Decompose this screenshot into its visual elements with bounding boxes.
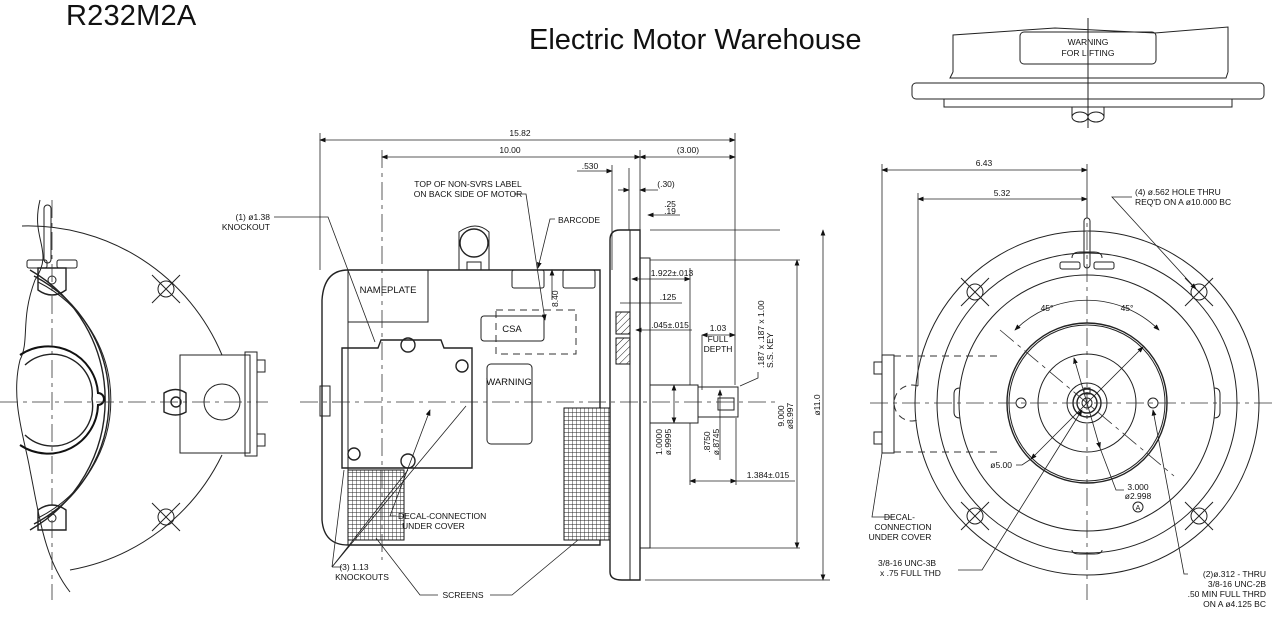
dim-seal-gap: .045±.015 (651, 320, 689, 330)
dim-key-size: .187 x .187 x 1.00 (756, 300, 766, 368)
callout-thread-2: x .75 FULL THD (880, 568, 941, 578)
dim-pilot-2: ø2.998 (1125, 491, 1152, 501)
conduit-box-left (179, 354, 251, 454)
dim-key-type: S.S. KEY (765, 332, 775, 368)
connection-cover (341, 339, 473, 469)
callout-tap-3: .50 MIN FULL THRD (1188, 589, 1266, 599)
screen-right (563, 407, 611, 541)
brand-title: Electric Motor Warehouse (529, 24, 862, 56)
callout-holes-1: (4) ø.562 HOLE THRU (1135, 187, 1221, 197)
bolt-hole-marker (151, 274, 181, 532)
callout-top-label-1: TOP OF NON-SVRS LABEL (414, 179, 522, 189)
dim-shaft-dia-1: 1.0000 (654, 429, 664, 455)
dim-keyway-note1: FULL (708, 334, 729, 344)
datum-label: A (1136, 505, 1141, 512)
callout-knockout-2: KNOCKOUT (222, 222, 270, 232)
callout-knockouts-2: KNOCKOUTS (335, 572, 389, 582)
conduit-box-right (881, 354, 895, 454)
dim-pilot-upper: .25 (664, 199, 676, 209)
dim-flange-offset: .530 (582, 161, 599, 171)
callout-decal-right-2: CONNECTION (874, 522, 931, 532)
dim-shaft-shoulder: 1.922±.013 (651, 268, 694, 278)
callout-tap-4: ON A ø4.125 BC (1203, 599, 1266, 609)
left-end-view (0, 199, 268, 600)
dim-pilot-dia-1: 9.000 (776, 405, 786, 427)
lifting-eye (459, 228, 489, 258)
callout-knockout-1: (1) ø1.38 (236, 212, 271, 222)
callout-decal-right-1: DECAL- (884, 512, 915, 522)
dim-overall-length: 15.82 (509, 128, 531, 138)
dim-pilot-dia-2: ø8.997 (785, 402, 795, 429)
callout-decal-right-3: UNDER COVER (869, 532, 932, 542)
dim-keyway-depth: 1.03 (710, 323, 727, 333)
dim-pilot-lower: .19 (664, 206, 676, 216)
dim-shaft-tip-1: .8750 (702, 431, 712, 453)
callout-screens: SCREENS (442, 590, 483, 600)
dim-width-outer: 6.43 (976, 158, 993, 168)
barcode-label (511, 269, 545, 289)
dim-shaft-dia-2: ø.9995 (663, 428, 673, 455)
dim-shaft-extension: (3.00) (677, 145, 699, 155)
dim-keyway-note2: DEPTH (704, 344, 733, 354)
datum-marker (1132, 501, 1144, 513)
callout-top-label-2: ON BACK SIDE OF MOTOR (414, 189, 522, 199)
callout-thread-1: 3/8-16 UNC-3B (878, 558, 936, 568)
top-view-housing (952, 26, 1229, 72)
dim-flange-dia: ø11.0 (812, 394, 822, 415)
top-view: WARNING FOR LIFTING (911, 18, 1265, 128)
model-number: R232M2A (66, 0, 197, 32)
dim-angle-right: 45° (1121, 303, 1134, 313)
callout-holes-2: REQ'D ON A ø10.000 BC (1135, 197, 1231, 207)
dim-body-length: 10.00 (499, 145, 521, 155)
callout-decal-1: DECAL-CONNECTION (398, 511, 486, 521)
warning-label (486, 363, 533, 445)
lifting-eye-left (43, 204, 52, 264)
dim-width-inner: 5.32 (994, 188, 1011, 198)
right-end-view: 6.43 5.32 45° 45° ø5.00 3.000 ø2.998 A (… (869, 158, 1275, 609)
callout-decal-2: UNDER COVER (402, 521, 465, 531)
mounting-flange (609, 229, 641, 581)
dim-pilot-1: 3.000 (1127, 482, 1149, 492)
csa-label (480, 315, 545, 342)
nameplate-label: NAMEPLATE (360, 285, 417, 296)
screen-left (347, 469, 405, 541)
callout-tap-1: (2)ø.312 - THRU (1203, 569, 1266, 579)
csa-text: CSA (502, 324, 522, 335)
dim-angle-left: 45° (1041, 303, 1054, 313)
dim-bolt-circle: ø5.00 (990, 460, 1012, 470)
nameplate-box (347, 269, 429, 323)
callout-barcode: BARCODE (558, 215, 600, 225)
dim-chamfer: .125 (660, 292, 677, 302)
callout-tap-2: 3/8-16 UNC-2B (1208, 579, 1266, 589)
callout-knockouts-1: (3) 1.13 (339, 562, 369, 572)
dim-tip-length: 1.384±.015 (747, 470, 790, 480)
dim-shaft-tip-2: ø.8745 (711, 428, 721, 455)
mounting-holes (960, 277, 1214, 531)
dim-label-height: 8.40 (550, 290, 560, 307)
side-view: NAMEPLATE CSA WARNING (222, 128, 830, 600)
dim-flange-thickness: (.30) (657, 179, 675, 189)
warning-text: WARNING (486, 377, 532, 388)
